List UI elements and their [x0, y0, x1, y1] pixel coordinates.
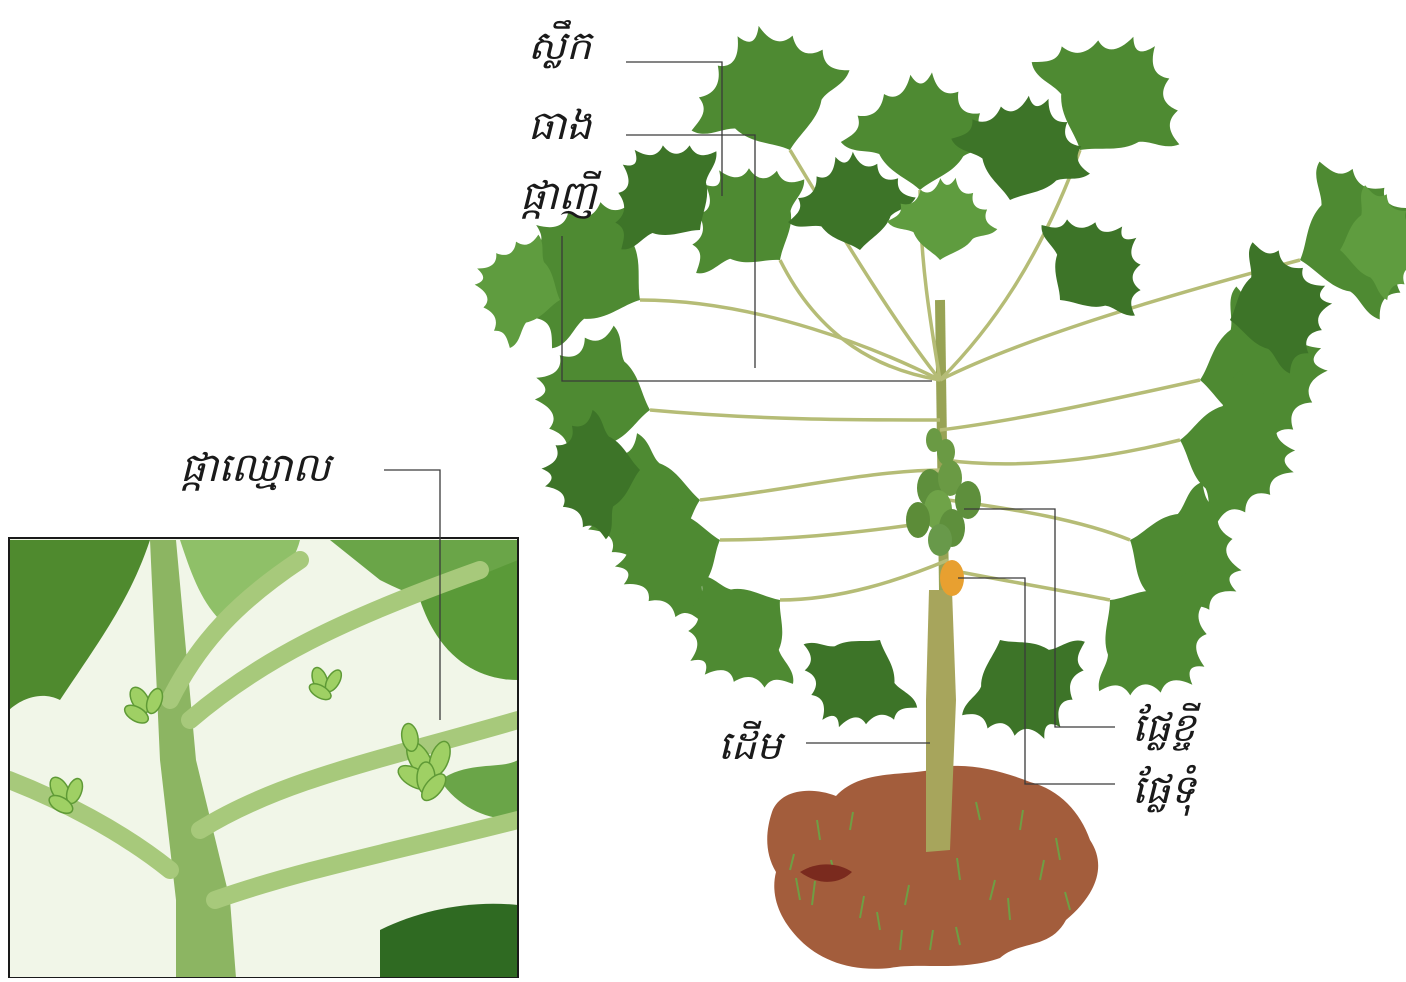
label-trunk: ដើម: [718, 726, 781, 766]
label-female-flower: ផ្កាញី: [520, 176, 596, 216]
male-flower-inset: [9, 538, 518, 978]
label-branch: ធាង: [528, 106, 591, 146]
label-male-flower: ផ្កាឈ្មោល: [180, 448, 330, 488]
label-ripe-fruit: ផ្លែទុំ: [1132, 770, 1195, 810]
label-leaf: ស្លឹក: [528, 26, 591, 66]
label-green-fruit: ផ្លែខ្ចី: [1132, 708, 1195, 748]
papaya-tree: [459, 0, 1406, 969]
